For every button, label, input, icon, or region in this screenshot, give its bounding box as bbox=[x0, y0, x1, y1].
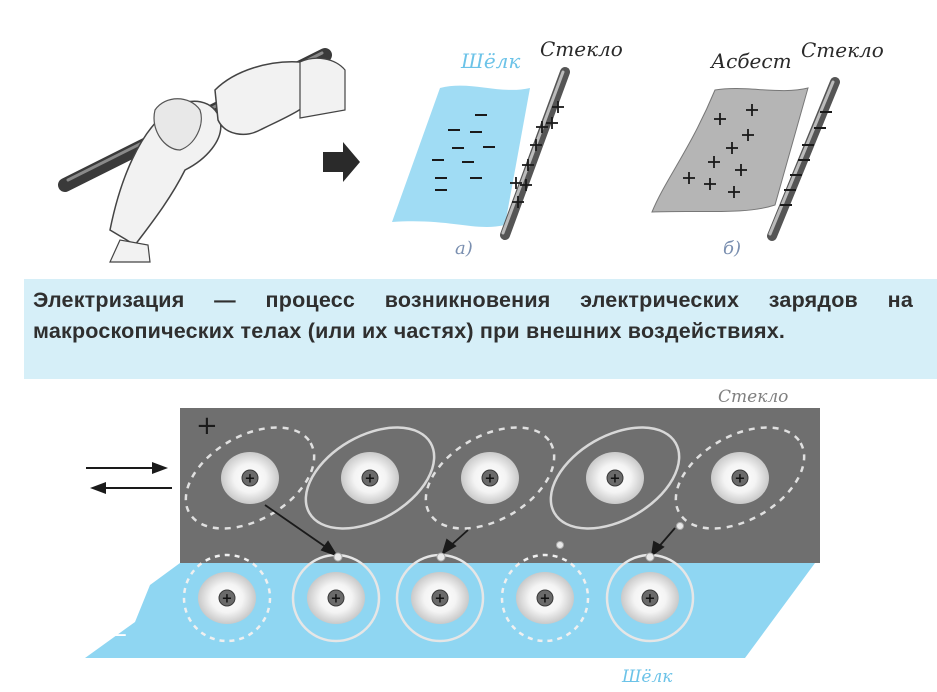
electron-transfer-arrows bbox=[264, 504, 676, 557]
asbestos-sheet bbox=[651, 87, 809, 213]
electrons bbox=[333, 522, 684, 562]
caption-b: б) bbox=[723, 238, 742, 259]
glass-label-a: Стекло bbox=[540, 37, 623, 61]
atom-nucleus: + bbox=[516, 572, 574, 624]
nucleus-plus-sign: + bbox=[245, 472, 256, 487]
electrization-diagram: + + + + + + + + + + + – Стекло Шёлк bbox=[85, 387, 820, 687]
orbit-solid bbox=[549, 426, 681, 530]
nucleus-plus-sign: + bbox=[645, 592, 656, 607]
silk-minus-sign: – bbox=[114, 619, 127, 649]
orbit-dashed bbox=[500, 553, 590, 643]
glass-label-b: Стекло bbox=[801, 38, 884, 62]
atom-nucleus: + bbox=[461, 452, 519, 504]
silk-minus-charges bbox=[432, 114, 495, 191]
definition-box bbox=[24, 279, 937, 379]
nucleus-plus-sign: + bbox=[331, 592, 342, 607]
silk-sheet-a bbox=[392, 85, 530, 227]
atom-nucleus: + bbox=[341, 452, 399, 504]
nucleus-plus-sign: + bbox=[222, 592, 233, 607]
glass-plus-charges-a bbox=[510, 101, 564, 208]
asbestos-label: Асбест bbox=[711, 49, 792, 73]
nucleus-plus-sign: + bbox=[365, 472, 376, 487]
atom-nucleus: + bbox=[586, 452, 644, 504]
glass-rod-a bbox=[500, 67, 570, 240]
nucleus-plus-sign: + bbox=[540, 592, 551, 607]
nucleus-plus-sign: + bbox=[735, 472, 746, 487]
atom-nucleus: + bbox=[307, 572, 365, 624]
silk-band-label: Шёлк bbox=[621, 667, 673, 687]
nucleus-plus-sign: + bbox=[435, 592, 446, 607]
top-illustration bbox=[58, 48, 840, 263]
glass-minus-charges-b bbox=[780, 111, 832, 206]
nucleus-plus-sign: + bbox=[610, 472, 621, 487]
nucleus-plus-sign: + bbox=[485, 472, 496, 487]
atom-nucleus: + bbox=[411, 572, 469, 624]
orbit-dashed bbox=[182, 553, 272, 643]
arrow-right-icon bbox=[323, 142, 360, 182]
glass-band-label: Стекло bbox=[718, 387, 788, 407]
silk-cloth bbox=[153, 98, 202, 151]
atom-nucleus: + bbox=[711, 452, 769, 504]
atom-nucleus: + bbox=[621, 572, 679, 624]
atom-nucleus: + bbox=[198, 572, 256, 624]
hands-rubbing-rod bbox=[58, 48, 346, 263]
orbit-solid bbox=[304, 426, 436, 530]
caption-a: а) bbox=[455, 238, 473, 259]
glass-plus-sign: + bbox=[196, 411, 218, 441]
silk-label-a: Шёлк bbox=[461, 49, 521, 73]
asbestos-plus-charges bbox=[683, 104, 758, 198]
panel-b bbox=[651, 77, 840, 241]
definition-text: Электризация — процесс возникновения эле… bbox=[33, 288, 913, 343]
panel-a bbox=[392, 67, 570, 240]
nuclei: + + + + + + + + + + bbox=[198, 452, 769, 624]
atom-nucleus: + bbox=[221, 452, 279, 504]
rubbing-arrows-icon bbox=[86, 462, 172, 494]
